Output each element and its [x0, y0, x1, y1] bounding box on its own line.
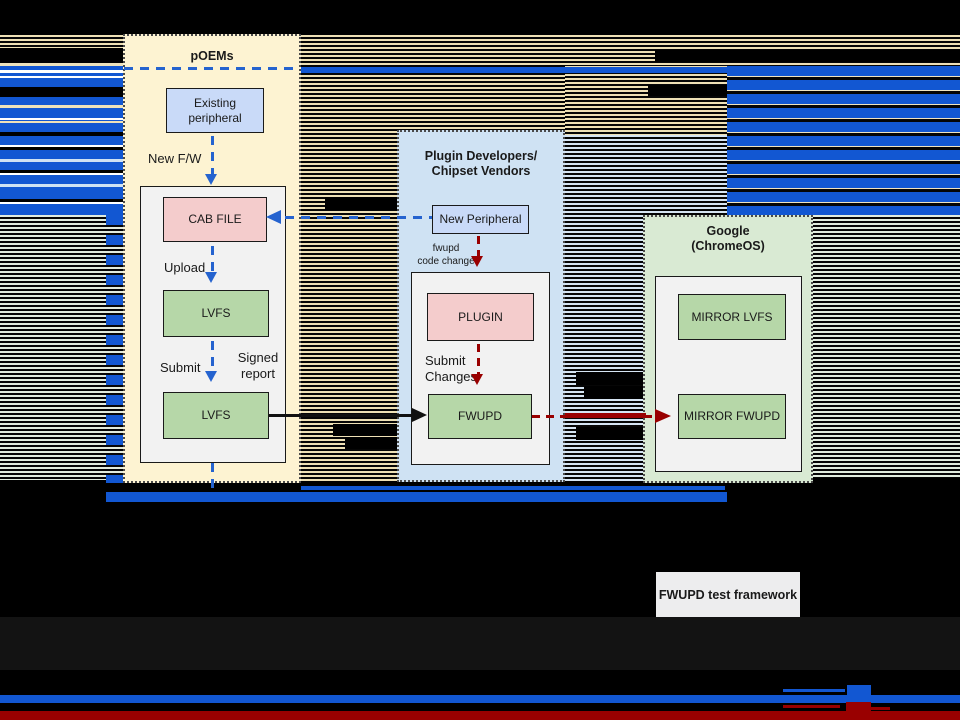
- arrowhead-down-icon: [205, 272, 217, 283]
- glitch-red-line-mid: [565, 413, 646, 418]
- arrowhead-left-icon: [266, 210, 281, 224]
- glitch-black-bar: [325, 197, 397, 210]
- glitch-line: [0, 118, 123, 120]
- glitch-line: [0, 170, 123, 173]
- glitch-gray-band: [0, 617, 960, 670]
- glitch-line: [0, 87, 123, 97]
- fwupd-test-framework-box: FWUPD test framework: [656, 572, 800, 617]
- submit-label: Submit: [160, 360, 201, 375]
- arrowhead-down-icon: [205, 174, 217, 185]
- glitch-line: [0, 105, 123, 108]
- glitch-line: [0, 199, 123, 202]
- submit-changes-label: Submit Changes: [425, 353, 478, 384]
- glitch-stripes-tan-right: [565, 66, 727, 135]
- new-fw-label: New F/W: [148, 151, 202, 166]
- upload-label: Upload: [164, 260, 206, 275]
- glitch-line: [0, 63, 123, 66]
- fwupd-box: FWUPD: [428, 394, 532, 439]
- glitch-black-bar: [333, 424, 397, 436]
- poems-top-dashed-line: [124, 67, 300, 70]
- glitch-column-left: [106, 215, 123, 483]
- arrow-existing-to-cab: [211, 136, 214, 176]
- glitch-blue-bar-a: [301, 486, 725, 490]
- arrow-newperipheral-to-cab: [285, 216, 432, 219]
- glitch-blue-region-left: [0, 63, 123, 215]
- glitch-line: [0, 184, 123, 187]
- glitch-line: [0, 121, 123, 123]
- arrow-newperipheral-to-plugin: [477, 236, 480, 258]
- lvfs-box-2: LVFS: [163, 392, 269, 439]
- glitch-stripes-tan-topleft: [0, 35, 123, 48]
- arrowhead-right-icon: [655, 409, 671, 423]
- arrow-plugin-to-fwupd: [477, 344, 480, 376]
- glitch-line: [0, 202, 123, 204]
- glitch-blue-bar-b: [106, 492, 727, 502]
- plugin-box: PLUGIN: [427, 293, 534, 341]
- glitch-line: [0, 70, 123, 73]
- glitch-black-bar: [576, 372, 645, 385]
- glitch-stripes-green-right: [813, 215, 960, 478]
- glitch-stripes-blue-above-google: [643, 135, 727, 215]
- glitch-bluebars-right: [727, 66, 960, 215]
- glitch-line: [0, 132, 123, 136]
- glitch-stripes-green-left: [0, 215, 106, 480]
- new-peripheral-box: New Peripheral: [432, 205, 529, 234]
- glitch-line: [0, 173, 123, 175]
- mirror-fwupd-box: MIRROR FWUPD: [678, 394, 786, 439]
- arrow-lvfs-to-fwupd: [269, 414, 415, 417]
- google-title: Google (ChromeOS): [691, 224, 765, 253]
- glitch-blue-line-br: [783, 689, 845, 692]
- glitch-blue-block-br: [847, 685, 871, 702]
- glitch-line: [0, 147, 123, 150]
- fwupd-code-change-label: fwupd code change: [417, 243, 475, 267]
- glitch-line: [0, 145, 123, 147]
- glitch-stripes-tan-mid: [301, 35, 397, 481]
- glitch-red-block-br: [846, 702, 871, 720]
- glitch-black-bar: [655, 50, 960, 62]
- lvfs-box-1: LVFS: [163, 290, 269, 337]
- glitch-red-line-br: [783, 705, 840, 708]
- glitch-line: [0, 76, 123, 78]
- glitch-red-stub-br: [871, 707, 890, 710]
- signed-report-label: Signed report: [237, 350, 279, 381]
- arrowhead-down-icon: [471, 374, 483, 385]
- glitch-line: [0, 159, 123, 162]
- glitch-blue-blocks: [106, 215, 123, 483]
- existing-peripheral-box: Existing peripheral: [166, 88, 264, 133]
- glitch-stripes-blue-gap: [565, 135, 643, 481]
- glitch-black-bar: [345, 437, 397, 449]
- arrowhead-down-icon: [471, 256, 483, 267]
- glitch-blue-bar-full: [0, 695, 960, 703]
- arrowhead-down-icon: [205, 371, 217, 382]
- arrowhead-right-icon: [412, 408, 427, 422]
- poems-title: pOEMs: [190, 49, 234, 63]
- cab-file-box: CAB FILE: [163, 197, 267, 242]
- mirror-lvfs-box: MIRROR LVFS: [678, 294, 786, 340]
- glitch-black-bar: [584, 386, 645, 399]
- arrow-cab-to-lvfs: [211, 246, 214, 274]
- arrow-lvfs-to-lvfs: [211, 341, 214, 373]
- glitch-stripes-tan-above-plugin: [397, 35, 565, 130]
- plugin-developers-title: Plugin Developers/ Chipset Vendors: [424, 149, 538, 178]
- arrow-poems-exit: [211, 463, 214, 493]
- glitch-black-bar: [648, 85, 727, 96]
- glitch-black-bar: [576, 427, 645, 440]
- glitch-blue-bar-top: [301, 67, 960, 73]
- glitch-red-bar-full: [0, 711, 960, 720]
